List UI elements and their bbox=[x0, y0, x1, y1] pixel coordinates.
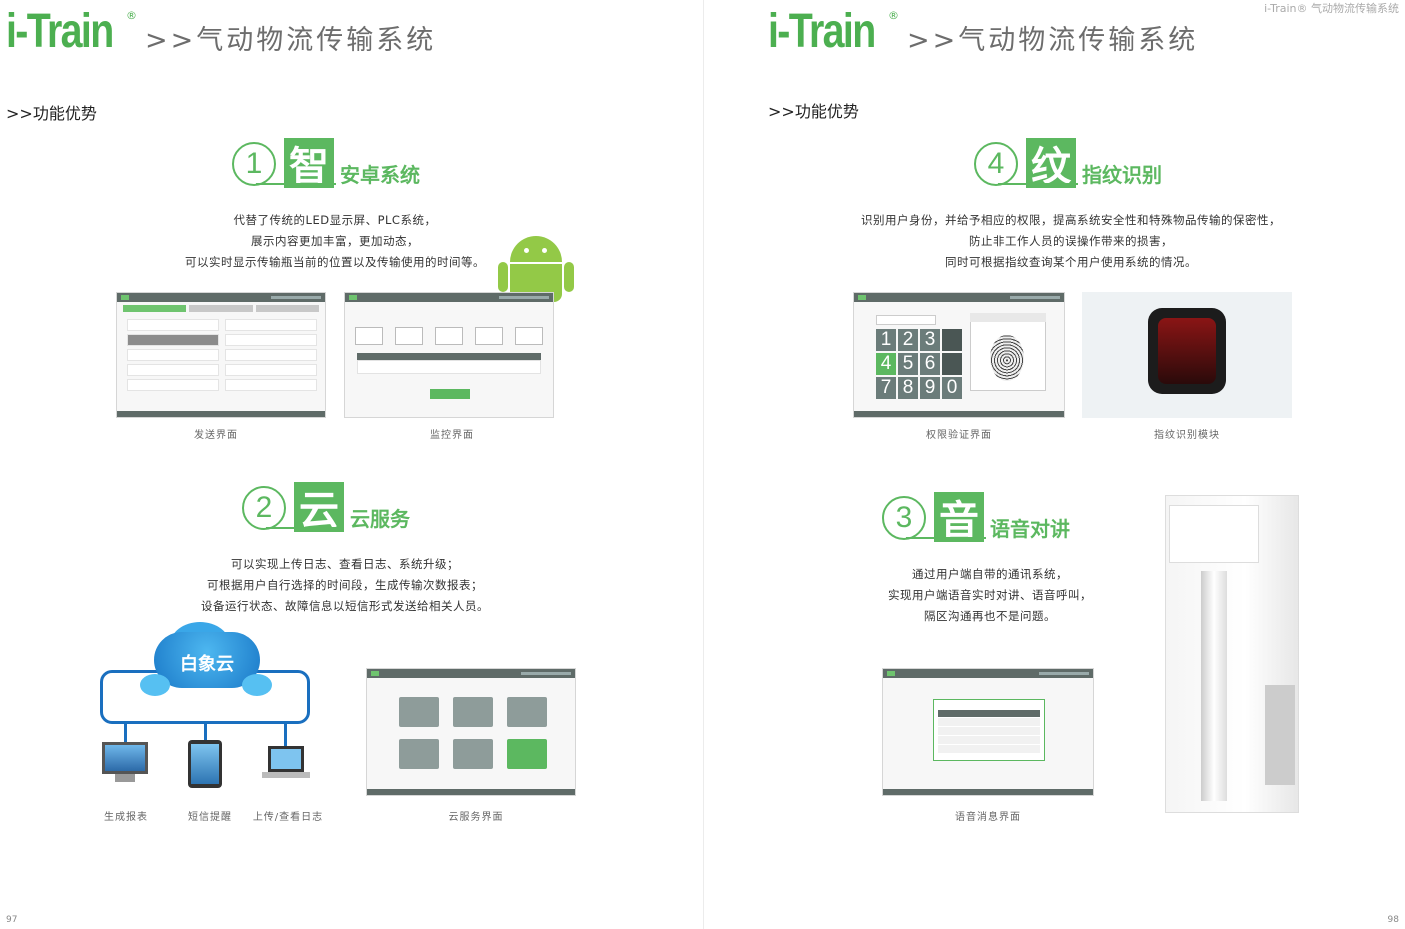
cabinet-device-image bbox=[1165, 495, 1305, 815]
feature-cloud: 2 云 云服务 bbox=[242, 482, 410, 534]
section-heading-left: >>功能优势 bbox=[6, 104, 97, 123]
left-page: i-Train ® >>气动物流传输系统 >>功能优势 1 智 安卓系统 代替了… bbox=[0, 0, 702, 929]
feature-char: 云 bbox=[294, 482, 344, 534]
desc-line: 展示内容更加丰富，更加动态， bbox=[251, 234, 419, 248]
key: 7 bbox=[876, 377, 896, 399]
caption-fp-module: 指纹识别模块 bbox=[1154, 430, 1220, 441]
desc-line: 识别用户身份，并给予相应的权限，提高系统安全性和特殊物品传输的保密性， bbox=[861, 213, 1281, 227]
feature-char: 智 bbox=[284, 138, 334, 190]
brand-logo: i-Train bbox=[6, 5, 114, 58]
connector-line bbox=[284, 722, 287, 748]
caption-auth: 权限验证界面 bbox=[926, 430, 992, 441]
brand-header-left: i-Train ® >>气动物流传输系统 bbox=[6, 8, 436, 56]
feature-underline bbox=[998, 183, 1078, 185]
brand-title: >>气动物流传输系统 bbox=[145, 25, 437, 56]
desc-line: 防止非工作人员的误操作带来的损害， bbox=[969, 234, 1173, 248]
feature-underline bbox=[266, 527, 336, 529]
send-screen-image bbox=[116, 292, 326, 418]
key: 9 bbox=[920, 377, 940, 399]
desc-line: 可根据用户自行选择的时间段，生成传输次数报表； bbox=[207, 578, 483, 592]
feature-fingerprint-desc: 识别用户身份，并给予相应的权限，提高系统安全性和特殊物品传输的保密性， 防止非工… bbox=[846, 210, 1296, 273]
feature-number: 2 bbox=[242, 486, 286, 530]
key: 8 bbox=[898, 377, 918, 399]
brand-title: >>气动物流传输系统 bbox=[907, 25, 1199, 56]
caption-sms: 短信提醒 bbox=[188, 812, 232, 823]
brand-header-right: i-Train ® >>气动物流传输系统 bbox=[768, 8, 1198, 56]
key bbox=[942, 329, 962, 351]
feature-voice-desc: 通过用户端自带的通讯系统， 实现用户端语音实时对讲、语音呼叫， 隔区沟通再也不是… bbox=[862, 564, 1118, 627]
feature-cloud-desc: 可以实现上传日志、查看日志、系统升级； 可根据用户自行选择的时间段，生成传输次数… bbox=[150, 554, 540, 617]
feature-title: 云服务 bbox=[350, 507, 410, 531]
feature-underline bbox=[906, 537, 986, 539]
brand-reg: ® bbox=[888, 9, 900, 22]
brand-logo: i-Train bbox=[768, 5, 876, 58]
key: 0 bbox=[942, 377, 962, 399]
feature-number: 1 bbox=[232, 142, 276, 186]
tablet-device-icon bbox=[188, 740, 222, 788]
feature-title: 语音对讲 bbox=[990, 517, 1070, 541]
connector-line bbox=[124, 722, 127, 748]
caption-voice: 语音消息界面 bbox=[955, 812, 1021, 823]
feature-title: 安卓系统 bbox=[340, 163, 420, 187]
cloud-diagram: 白象云 bbox=[100, 622, 320, 728]
connector-line bbox=[204, 722, 207, 748]
desc-line: 同时可根据指纹查询某个用户使用系统的情况。 bbox=[945, 255, 1197, 269]
desc-line: 隔区沟通再也不是问题。 bbox=[924, 609, 1056, 623]
fingerprint-module-image bbox=[1082, 292, 1292, 418]
desc-line: 代替了传统的LED显示屏、PLC系统， bbox=[233, 213, 437, 227]
desc-line: 可以实现上传日志、查看日志、系统升级； bbox=[231, 557, 459, 571]
section-heading-right: >>功能优势 bbox=[768, 102, 859, 121]
key: 1 bbox=[876, 329, 896, 351]
feature-char: 音 bbox=[934, 492, 984, 544]
cloud-label: 白象云 bbox=[180, 654, 234, 675]
feature-underline bbox=[256, 183, 336, 185]
fingerprint-icon bbox=[990, 335, 1024, 381]
feature-char: 纹 bbox=[1026, 138, 1076, 190]
voice-screen-image bbox=[882, 668, 1094, 796]
keypad: 1 2 3 4 5 6 7 8 9 0 bbox=[876, 329, 962, 399]
key: 3 bbox=[920, 329, 940, 351]
page-number-right: 98 bbox=[1387, 915, 1399, 925]
brand-reg: ® bbox=[126, 9, 138, 22]
key: 5 bbox=[898, 353, 918, 375]
caption-upload: 上传/查看日志 bbox=[252, 812, 324, 823]
feature-title: 指纹识别 bbox=[1082, 163, 1162, 187]
caption-cloud-ui: 云服务界面 bbox=[448, 812, 504, 823]
cloud-ui-screen-image bbox=[366, 668, 576, 796]
feature-fingerprint: 4 纹 指纹识别 bbox=[974, 138, 1162, 190]
key bbox=[942, 353, 962, 375]
caption-monitor: 监控界面 bbox=[430, 430, 474, 441]
feature-number: 4 bbox=[974, 142, 1018, 186]
desc-line: 设备运行状态、故障信息以短信形式发送给相关人员。 bbox=[201, 599, 489, 613]
key: 6 bbox=[920, 353, 940, 375]
feature-android-desc: 代替了传统的LED显示屏、PLC系统， 展示内容更加丰富，更加动态， 可以实时显… bbox=[150, 210, 520, 273]
key: 4 bbox=[876, 353, 896, 375]
running-header: i-Train® 气动物流传输系统 bbox=[1264, 2, 1399, 15]
feature-voice: 3 音 语音对讲 bbox=[882, 492, 1070, 544]
auth-screen-image: 1 2 3 4 5 6 7 8 9 0 bbox=[853, 292, 1065, 418]
desc-line: 可以实时显示传输瓶当前的位置以及传输使用的时间等。 bbox=[185, 255, 485, 269]
desc-line: 通过用户端自带的通讯系统， bbox=[912, 567, 1068, 581]
monitor-screen-image bbox=[344, 292, 554, 418]
feature-android: 1 智 安卓系统 bbox=[232, 138, 420, 190]
laptop-device-icon bbox=[262, 746, 310, 778]
monitor-device-icon bbox=[102, 742, 148, 782]
feature-number: 3 bbox=[882, 496, 926, 540]
caption-report: 生成报表 bbox=[104, 812, 148, 823]
key: 2 bbox=[898, 329, 918, 351]
caption-send: 发送界面 bbox=[194, 430, 238, 441]
desc-line: 实现用户端语音实时对讲、语音呼叫， bbox=[888, 588, 1092, 602]
page-number-left: 97 bbox=[6, 915, 18, 925]
